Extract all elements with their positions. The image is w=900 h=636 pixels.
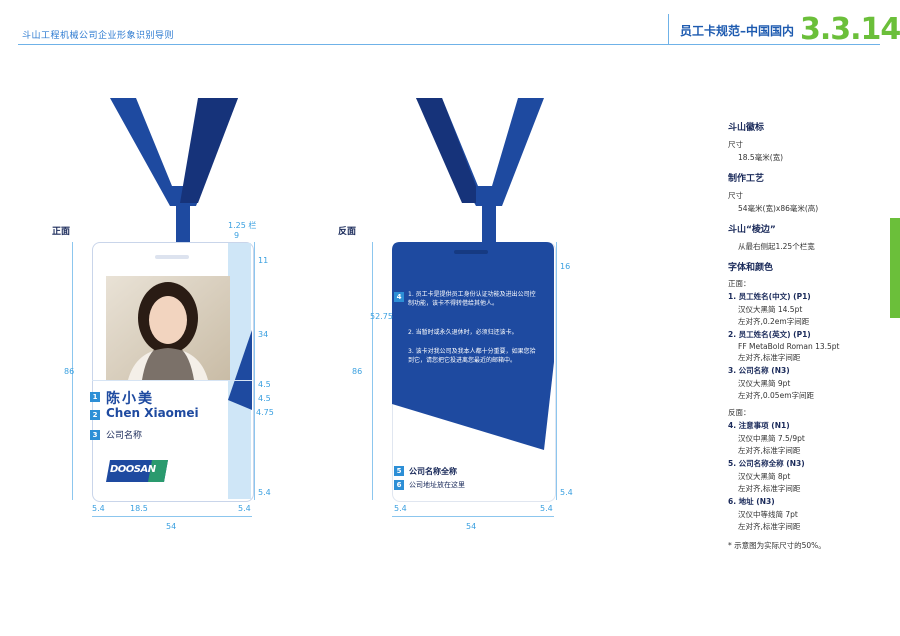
dim-5-4-left: 5.4 — [92, 504, 105, 513]
spec-item-2: 2. 员工姓名(英文) (P1) — [728, 330, 811, 339]
spec-footnote: * 示意图为实际尺寸的50%。 — [728, 541, 826, 550]
section-number: 3.3.14 — [800, 12, 900, 47]
back-label: 反面 — [338, 227, 357, 237]
dim-52-75: 52.75 — [370, 312, 393, 321]
dim-line-width — [92, 516, 252, 517]
dim-5-4-right: 5.4 — [258, 488, 271, 497]
document-title: 斗山工程机械公司企业形象识别导则 — [22, 31, 175, 41]
employee-name-en: Chen Xiaomei — [106, 406, 199, 420]
dim-line-right — [254, 242, 255, 500]
spec-item-3-line-2: 左对齐,0.05em字间距 — [738, 391, 815, 400]
spec-item-1-line-2: 左对齐,0.2em字间距 — [738, 317, 810, 326]
spec-item-1-line-1: 汉仪大黑简 14.5pt — [738, 305, 803, 314]
spec-item-5-line-1: 汉仪大黑简 8pt — [738, 472, 791, 481]
spec-logo-size: 18.5毫米(宽) — [738, 153, 784, 162]
spec-item-2-line-2: 左对齐,标准字间距 — [738, 353, 801, 362]
spec-front-label: 正面： — [728, 279, 751, 288]
employee-photo — [106, 276, 230, 380]
spec-item-5: 5. 公司名称全称 (N3) — [728, 459, 805, 468]
spec-item-3-line-1: 汉仪大黑简 9pt — [738, 379, 791, 388]
spec-card-size: 54毫米(宽)x86毫米(高) — [738, 204, 819, 213]
dim-9: 9 — [234, 231, 240, 240]
notice-1: 1. 员工卡是提供员工身份认证功能及进出公司控制功能，该卡不得转借给其他人。 — [408, 291, 536, 307]
spec-item-6-line-2: 左对齐,标准字间距 — [738, 522, 801, 531]
dim-11: 11 — [258, 256, 269, 265]
dim-line-height — [72, 242, 73, 500]
spec-item-2-line-1: FF MetaBold Roman 13.5pt — [738, 342, 840, 351]
spec-item-3: 3. 公司名称 (N3) — [728, 366, 790, 375]
id-card-back-blue-area — [392, 242, 554, 450]
spec-item-4: 4. 注意事项 (N1) — [728, 421, 790, 430]
dim-height: 86 — [64, 367, 75, 376]
notice-2: 2. 当暂时或永久退休时，必须归还该卡。 — [408, 329, 518, 336]
marker-2: 2 — [90, 410, 100, 420]
doosan-edge-shape — [228, 330, 252, 410]
dim-4-5a: 4.5 — [258, 380, 271, 389]
header-separator — [668, 14, 669, 44]
dim-5-4-right-back: 5.4 — [560, 488, 573, 497]
spec-size-label-2: 尺寸 — [728, 191, 743, 200]
section-title: 员工卡规范–中国国内 — [680, 24, 795, 38]
notice-3: 3. 该卡对我公司及我本人都十分重要，如果您拾到它，请您把它投进离您最近的邮箱中… — [408, 348, 536, 364]
company-name: 公司名称 — [106, 431, 143, 441]
spec-size-label: 尺寸 — [728, 140, 743, 149]
page-tab-marker — [890, 218, 900, 318]
dim-16: 16 — [560, 262, 571, 271]
dim-height-back: 86 — [352, 367, 363, 376]
spec-logo-heading: 斗山徽标 — [728, 123, 765, 133]
dim-edge-width: 1.25 栏 — [228, 221, 257, 230]
dim-5-4-bottom-right: 5.4 — [238, 504, 251, 513]
lanyard-back — [416, 98, 544, 254]
spec-item-1: 1. 员工姓名(中文) (P1) — [728, 292, 811, 301]
marker-3: 3 — [90, 430, 100, 440]
company-full-name: 公司名称全称 — [409, 467, 457, 476]
lanyard-front — [110, 98, 238, 254]
dim-4-75: 4.75 — [256, 408, 274, 417]
spec-craft-heading: 制作工艺 — [728, 174, 765, 184]
spec-item-4-line-2: 左对齐,标准字间距 — [738, 446, 801, 455]
dim-4-5b: 4.5 — [258, 394, 271, 403]
spec-edge-desc: 从最右侧起1.25个栏宽 — [738, 242, 815, 251]
spec-edge-heading: 斗山“棱边” — [728, 225, 776, 235]
doosan-logo-text: DOOSAN — [110, 464, 156, 475]
spec-font-heading: 字体和颜色 — [728, 263, 774, 273]
spec-item-6-line-1: 汉仪中等线简 7pt — [738, 510, 798, 519]
spec-item-6: 6. 地址 (N3) — [728, 497, 775, 506]
front-label: 正面 — [52, 227, 71, 237]
card-slot — [155, 255, 189, 259]
dim-5-4-bottom-right-back: 5.4 — [540, 504, 553, 513]
employee-name-cn: 陈小美 — [106, 391, 154, 407]
spec-item-4-line-1: 汉仪中黑简 7.5/9pt — [738, 434, 805, 443]
dim-18-5: 18.5 — [130, 504, 148, 513]
spec-back-label: 反面： — [728, 408, 751, 417]
dim-line-height-back — [372, 242, 373, 500]
dim-line-right-back — [556, 242, 557, 500]
dim-width-back: 54 — [466, 522, 477, 531]
doosan-logo — [106, 460, 168, 482]
dim-width: 54 — [166, 522, 177, 531]
dim-line-width-back — [392, 516, 554, 517]
dim-34: 34 — [258, 330, 269, 339]
dim-5-4-left-back: 5.4 — [394, 504, 407, 513]
guide-line — [92, 380, 252, 381]
marker-4: 4 — [394, 292, 404, 302]
marker-5: 5 — [394, 466, 404, 476]
marker-6: 6 — [394, 480, 404, 490]
header-divider — [18, 44, 880, 45]
spec-item-5-line-2: 左对齐,标准字间距 — [738, 484, 801, 493]
marker-1: 1 — [90, 392, 100, 402]
company-address: 公司地址放在这里 — [409, 481, 465, 489]
spec-panel: 斗山徽标 尺寸 18.5毫米(宽) 制作工艺 尺寸 54毫米(宽)x86毫米(高… — [728, 120, 878, 551]
